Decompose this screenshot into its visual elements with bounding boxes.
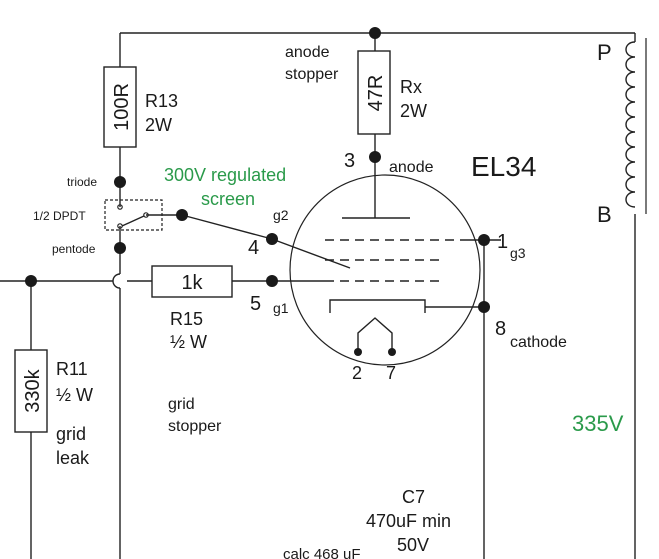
r11-part: R11 xyxy=(56,359,88,379)
r11-value: 330k xyxy=(22,368,44,412)
switch-triode-label: triode xyxy=(67,175,97,189)
pin-2: 2 xyxy=(352,363,362,383)
pin-4: 4 xyxy=(248,237,259,259)
r11-role-1: grid xyxy=(56,424,86,444)
supply-voltage: 335V xyxy=(572,411,624,436)
g2-label: g2 xyxy=(273,207,289,223)
r15-power: ½ W xyxy=(170,332,207,352)
pin-5: 5 xyxy=(250,293,261,315)
el34-tube xyxy=(289,174,481,366)
junction-dots xyxy=(25,27,490,356)
resistor-r11 xyxy=(14,349,48,433)
c7-voltage: 50V xyxy=(397,535,429,555)
rx-value: 47R xyxy=(365,75,387,112)
tube-name: EL34 xyxy=(471,151,536,182)
switch-label: 1/2 DPDT xyxy=(33,209,86,223)
pin-8: 8 xyxy=(495,318,506,340)
rx-power: 2W xyxy=(400,101,427,121)
c7-spec: 470uF min xyxy=(366,511,451,531)
r11-role-2: leak xyxy=(56,448,90,468)
cathode-label: cathode xyxy=(510,334,567,351)
r11-power: ½ W xyxy=(56,385,93,405)
switch-pentode-label: pentode xyxy=(52,242,96,256)
anode-label: anode xyxy=(389,159,434,176)
anode-stopper-label-2: stopper xyxy=(285,66,339,83)
anode-stopper-label-1: anode xyxy=(285,44,330,61)
g3-label: g3 xyxy=(510,245,526,261)
grid-stopper-label-1: grid xyxy=(168,396,195,413)
g1-label: g1 xyxy=(273,300,289,316)
transformer-b: B xyxy=(597,202,612,227)
dpdt-switch xyxy=(104,199,163,231)
rx-part: Rx xyxy=(400,77,422,97)
r15-value: 1k xyxy=(181,272,203,294)
r15-part: R15 xyxy=(170,309,203,329)
pin-3: 3 xyxy=(344,150,355,172)
c7-calc: calc 468 uF xyxy=(283,546,361,559)
resistor-r15 xyxy=(151,265,233,298)
transformer-winding xyxy=(625,41,636,208)
pin-7: 7 xyxy=(386,363,396,383)
grid-stopper-label-2: stopper xyxy=(168,418,222,435)
resistor-rx xyxy=(357,50,391,135)
screen-note-2: screen xyxy=(201,189,255,209)
resistor-r13 xyxy=(103,66,137,148)
r13-part: R13 xyxy=(145,91,178,111)
r13-power: 2W xyxy=(145,115,172,135)
r13-value: 100R xyxy=(111,83,133,131)
transformer-p: P xyxy=(597,40,612,65)
c7-part: C7 xyxy=(402,487,425,507)
screen-note-1: 300V regulated xyxy=(164,165,286,185)
pin-1: 1 xyxy=(497,231,508,253)
wires xyxy=(0,32,636,559)
